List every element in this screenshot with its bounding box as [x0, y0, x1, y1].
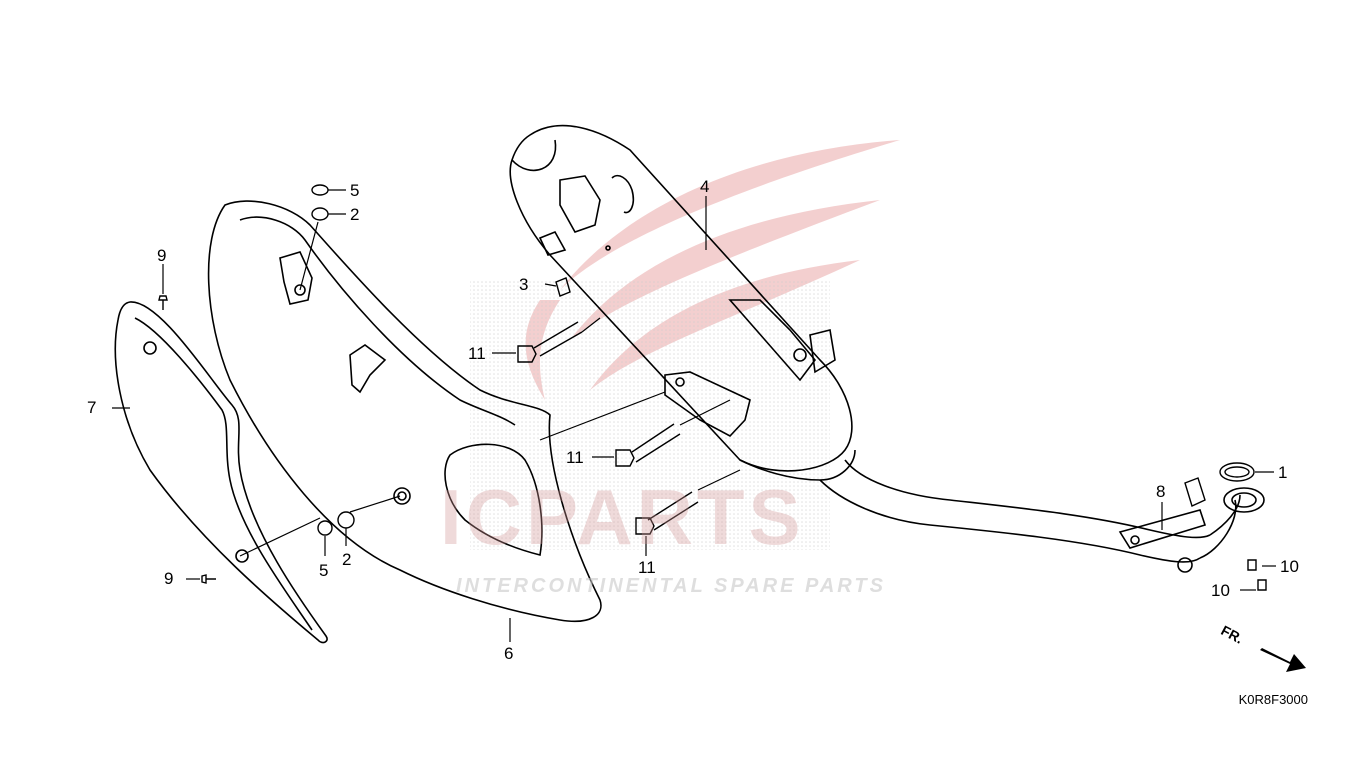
callout-6[interactable]: 6 [504, 644, 514, 663]
clip-8 [1184, 477, 1206, 507]
callout-1[interactable]: 1 [1278, 463, 1288, 482]
callout-10a[interactable]: 10 [1280, 557, 1299, 576]
muffler-4 [509, 124, 856, 481]
callout-9a[interactable]: 9 [157, 246, 167, 265]
callout-4[interactable]: 4 [700, 177, 710, 196]
nut-10b [1257, 579, 1267, 591]
forward-arrow-icon [1260, 648, 1306, 672]
callout-3[interactable]: 3 [519, 275, 529, 294]
clip-3 [555, 277, 571, 297]
heat-protector-7 [114, 301, 328, 644]
callout-2a[interactable]: 2 [350, 205, 360, 224]
callout-5b[interactable]: 5 [319, 561, 329, 580]
screw-9a [158, 295, 168, 310]
drawing-code: K0R8F3000 [1238, 692, 1308, 707]
callout-7[interactable]: 7 [87, 398, 97, 417]
callout-11a[interactable]: 11 [468, 344, 486, 363]
washer-5b [317, 520, 333, 536]
rubber-2b [337, 511, 355, 529]
watermark-wing-logo [470, 140, 900, 550]
callout-8[interactable]: 8 [1156, 482, 1166, 501]
watermark-brand: ICPARTS [440, 473, 805, 561]
bolt-11a [517, 321, 583, 363]
watermark-tagline: INTERCONTINENTAL SPARE PARTS [456, 575, 886, 597]
callout-5a[interactable]: 5 [350, 181, 360, 200]
callout-11b[interactable]: 11 [566, 448, 584, 467]
callout-11c[interactable]: 11 [638, 558, 656, 577]
bolt-11b [615, 423, 681, 467]
callout-10b[interactable]: 10 [1211, 581, 1230, 600]
callout-9b[interactable]: 9 [164, 569, 174, 588]
exhaust-pipe [819, 459, 1265, 573]
bolt-11c [635, 491, 699, 535]
rubber-2a [311, 207, 329, 221]
leader-lines [112, 189, 1276, 642]
screw-9b [201, 574, 216, 584]
callout-2b[interactable]: 2 [342, 550, 352, 569]
gasket-1 [1219, 462, 1255, 482]
washer-5a [311, 184, 329, 196]
nut-10a [1247, 559, 1257, 571]
muffler-protector-6 [207, 200, 602, 623]
